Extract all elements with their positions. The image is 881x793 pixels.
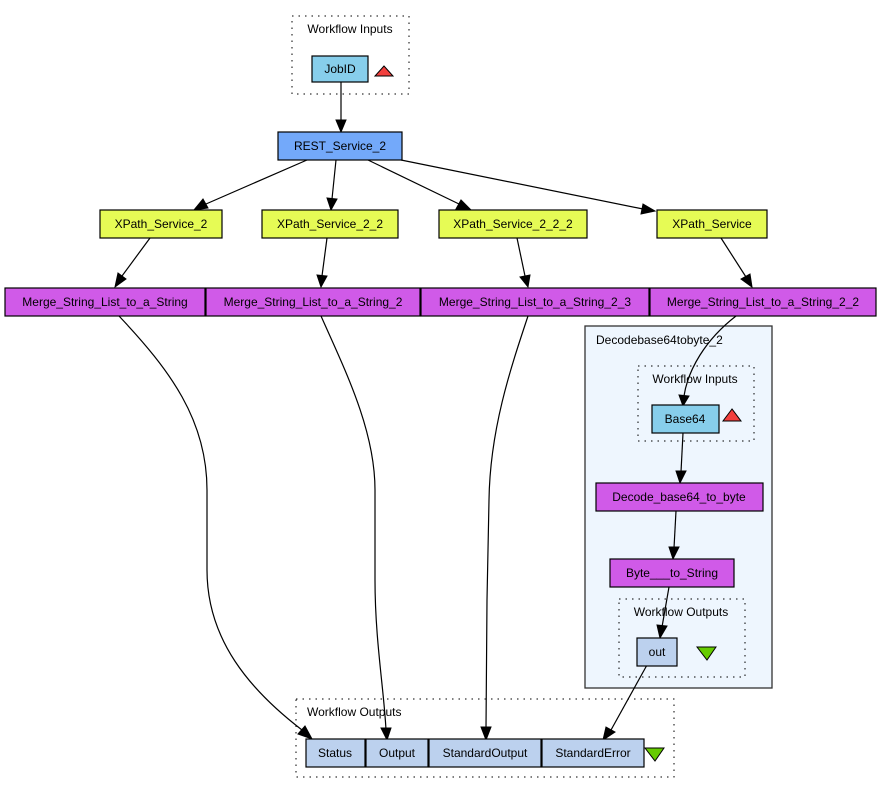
arrowhead: [678, 394, 690, 408]
merge-string-list-to-a-string[interactable]: Merge_String_List_to_a_String: [4, 287, 206, 317]
arrowhead: [675, 470, 687, 485]
edge-merge-to-status: [118, 315, 303, 731]
node-label: Merge_String_List_to_a_String: [22, 295, 187, 309]
edge-xpath2-to-merge: [121, 237, 151, 277]
arrowhead: [192, 198, 209, 211]
input-port-jobid[interactable]: JobID: [311, 55, 369, 83]
edge-out-to-stderr: [610, 664, 648, 731]
edge-byte-to-out: [661, 586, 670, 628]
arrowhead: [519, 274, 531, 289]
node-label: Status: [318, 746, 352, 760]
input-port-base64[interactable]: Base64: [651, 404, 720, 434]
node-label: Merge_String_List_to_a_String_2: [224, 295, 403, 309]
cluster-label: Workflow Inputs: [652, 372, 737, 386]
node-label: XPath_Service: [672, 217, 752, 231]
cluster-nested-workflow-outputs: Workflow Outputs: [618, 598, 746, 678]
node-label: XPath_Service_2_2: [277, 217, 383, 231]
edge-merge22-to-base64: [683, 315, 737, 397]
arrowhead: [326, 197, 338, 212]
triangle-up-icon: [373, 65, 395, 77]
edge-xpath22-to-merge2: [321, 237, 328, 277]
cluster-label: Workflow Outputs: [307, 705, 401, 719]
edge-rest-to-xpath: [400, 159, 644, 210]
byte-to-string[interactable]: Byte___to_String: [609, 558, 735, 588]
arrowhead: [656, 624, 668, 640]
output-port-standard-error[interactable]: StandardError: [541, 738, 645, 768]
merge-string-list-to-a-string-2-3[interactable]: Merge_String_List_to_a_String_2_3: [420, 287, 650, 317]
node-label: Base64: [665, 412, 706, 426]
triangle-down-icon: [643, 747, 665, 762]
output-port-output[interactable]: Output: [365, 738, 429, 768]
node-label: Byte___to_String: [626, 566, 718, 580]
arrowhead: [668, 546, 680, 561]
merge-string-list-to-a-string-2-2[interactable]: Merge_String_List_to_a_String_2_2: [649, 287, 877, 317]
cluster-label: Workflow Inputs: [307, 22, 392, 36]
output-port-standard-output[interactable]: StandardOutput: [428, 738, 542, 768]
edge-rest-to-xpath222: [367, 159, 460, 205]
edge-decode-to-byte: [673, 510, 677, 549]
node-label: out: [649, 645, 666, 659]
cluster-label: Workflow Outputs: [634, 605, 728, 619]
node-label: XPath_Service_2_2_2: [453, 217, 573, 231]
arrowhead: [640, 203, 657, 215]
edge-merge23-to-stdout: [485, 315, 529, 729]
edge-xpath-to-merge22: [720, 237, 747, 278]
node-label: Output: [379, 746, 416, 760]
triangle-down-icon: [695, 646, 717, 661]
edge-xpath222-to-merge23: [516, 237, 526, 277]
node-label: REST_Service_2: [294, 139, 386, 153]
xpath-service[interactable]: XPath_Service: [656, 209, 768, 239]
xpath-service-2-2[interactable]: XPath_Service_2_2: [261, 209, 399, 239]
arrowhead: [602, 726, 616, 742]
node-label: Decode_base64_to_byte: [612, 490, 746, 504]
triangle-up-icon: [722, 408, 742, 422]
edges: [114, 82, 753, 742]
xpath-service-2[interactable]: XPath_Service_2: [99, 209, 223, 239]
arrowhead: [114, 272, 127, 289]
node-label: StandardOutput: [443, 746, 528, 760]
cluster-main-workflow-outputs: Workflow Outputs: [295, 698, 675, 778]
node-label: StandardError: [555, 746, 630, 760]
node-label: JobID: [324, 62, 356, 76]
rest-service-2[interactable]: REST_Service_2: [277, 131, 403, 161]
decode-base64-to-byte[interactable]: Decode_base64_to_byte: [595, 482, 764, 512]
arrowhead: [335, 119, 347, 134]
edge-merge2-to-output: [320, 315, 387, 731]
cluster-top-workflow-inputs: Workflow Inputs: [291, 15, 410, 95]
arrowhead: [316, 274, 328, 289]
output-port-status[interactable]: Status: [305, 738, 366, 768]
node-label: Merge_String_List_to_a_String_2_2: [667, 295, 859, 309]
output-port-out[interactable]: out: [636, 637, 678, 667]
xpath-service-2-2-2[interactable]: XPath_Service_2_2_2: [438, 209, 588, 239]
edge-base64-to-decode: [680, 432, 684, 473]
edge-rest-to-xpath22: [331, 159, 337, 200]
arrowhead: [480, 726, 492, 742]
arrowhead: [380, 727, 392, 742]
arrowhead: [455, 199, 472, 210]
cluster-label: Decodebase64tobyte_2: [596, 333, 723, 347]
edge-rest-to-xpath2: [205, 159, 308, 205]
node-label: Merge_String_List_to_a_String_2_3: [439, 295, 631, 309]
arrowhead: [740, 273, 753, 289]
merge-string-list-to-a-string-2[interactable]: Merge_String_List_to_a_String_2: [205, 287, 421, 317]
cluster-nested-workflow-inputs: Workflow Inputs: [637, 365, 755, 442]
node-label: XPath_Service_2: [115, 217, 208, 231]
arrowhead: [297, 725, 314, 740]
